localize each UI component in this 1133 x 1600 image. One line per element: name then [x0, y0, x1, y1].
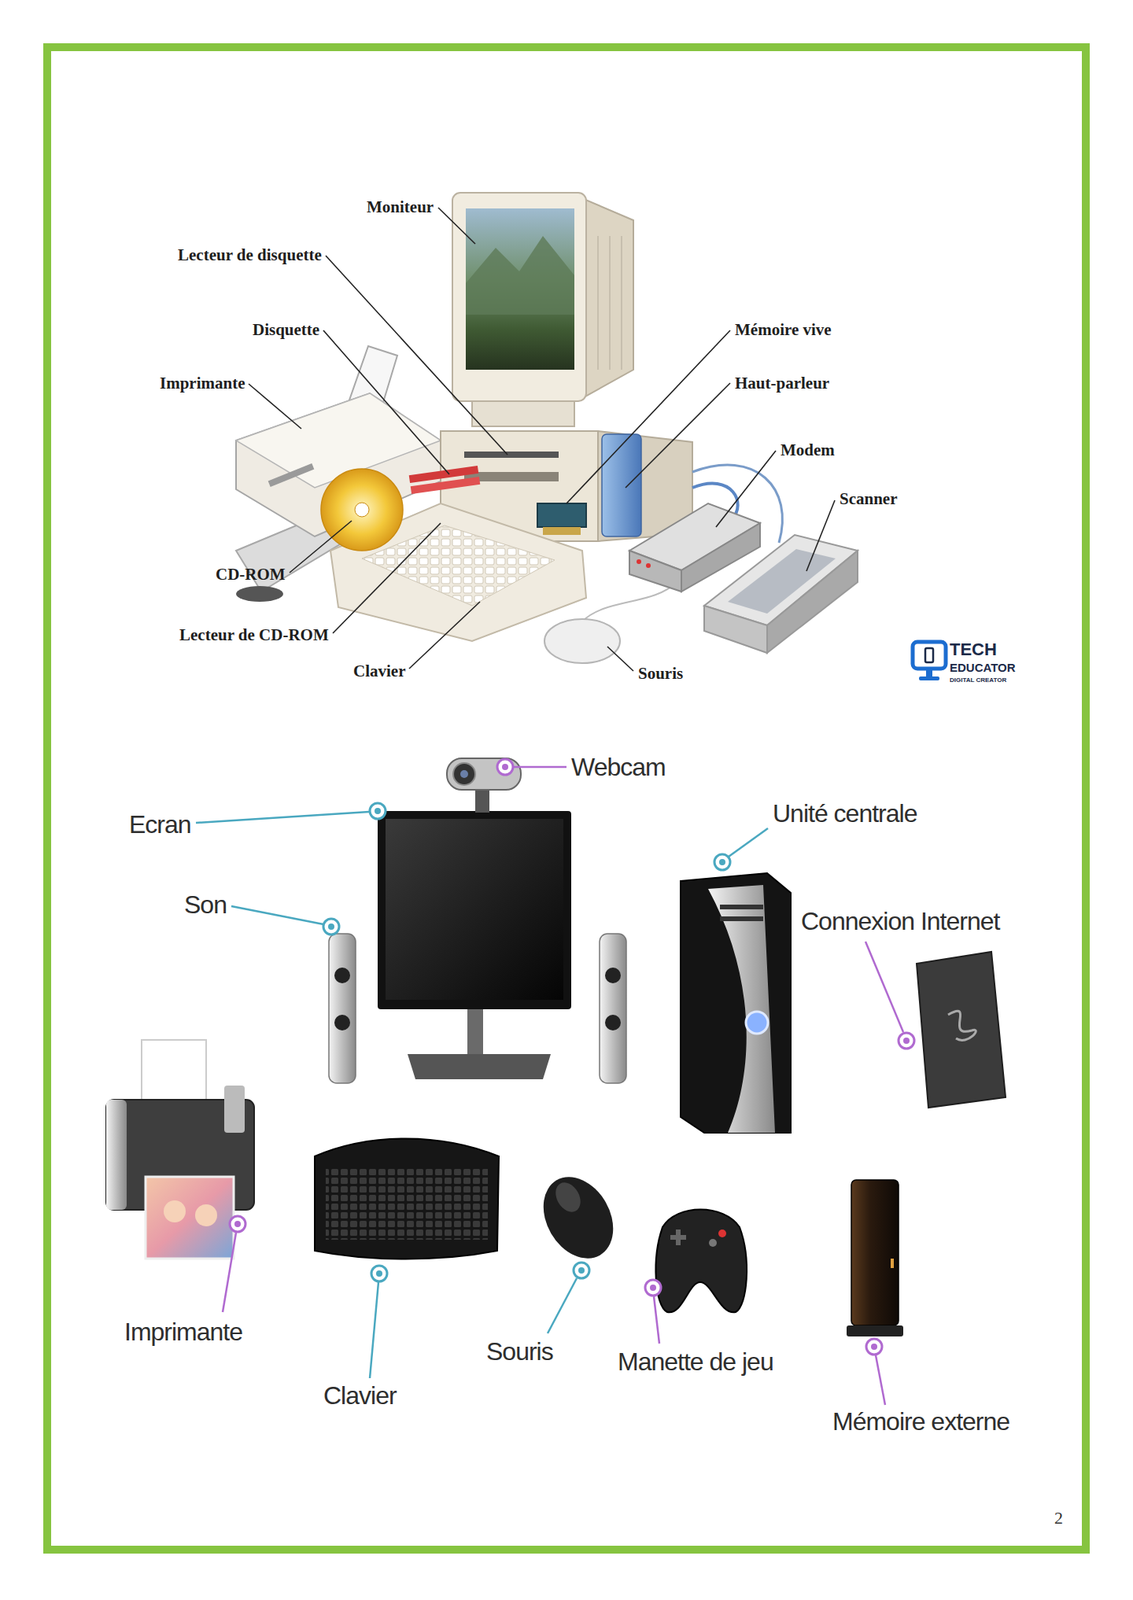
part-label: Scanner	[839, 489, 898, 509]
part-label: Imprimante	[159, 373, 246, 393]
logo-text: TECH	[949, 639, 997, 660]
part-label: Unité centrale	[772, 799, 917, 829]
part-label: Clavier	[353, 661, 406, 681]
part-label: Manette de jeu	[617, 1347, 774, 1377]
part-label: Connexion Internet	[800, 907, 1000, 937]
part-label: Son	[184, 890, 227, 920]
part-label: Imprimante	[124, 1317, 243, 1348]
page-number: 2	[1054, 1508, 1063, 1528]
part-label: Webcam	[571, 752, 666, 783]
logo-text: DIGITAL CREATOR	[949, 676, 1007, 684]
part-label: Moniteur	[366, 197, 434, 217]
part-label: Lecteur de CD-ROM	[179, 625, 329, 645]
logo-text: EDUCATOR	[949, 660, 1016, 675]
part-label: Disquette	[252, 320, 320, 340]
part-label: Mémoire vive	[734, 320, 832, 340]
part-label: Haut-parleur	[734, 373, 830, 393]
part-label: Lecteur de disquette	[177, 245, 322, 265]
part-label: Clavier	[323, 1381, 397, 1411]
part-label: Souris	[486, 1337, 554, 1367]
part-label: Souris	[638, 664, 683, 683]
part-label: Modem	[780, 440, 835, 460]
part-label: Ecran	[129, 810, 192, 840]
part-label: Mémoire externe	[832, 1407, 1010, 1437]
part-label: CD-ROM	[215, 564, 286, 584]
